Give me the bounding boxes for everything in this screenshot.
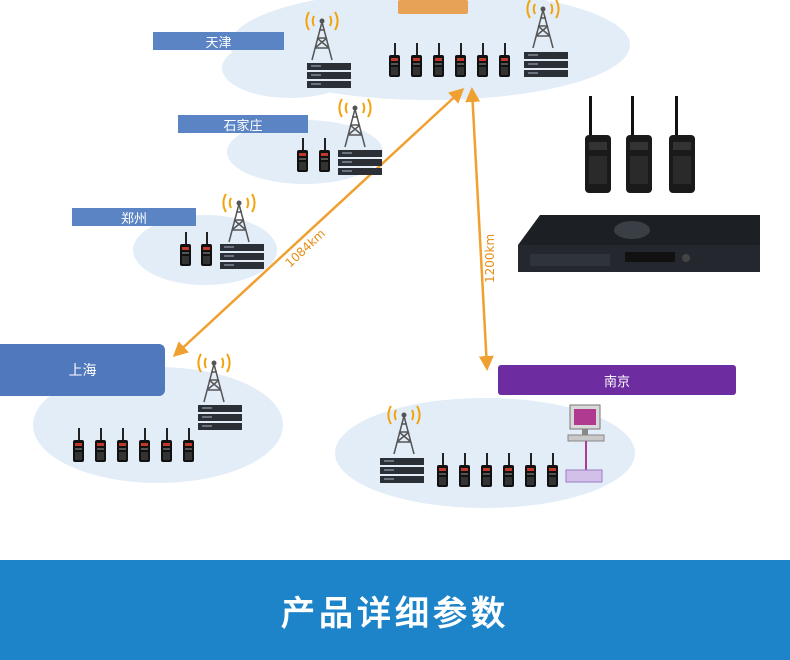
repeater-icon — [380, 458, 424, 483]
link-nanjing — [465, 87, 494, 371]
top-device — [398, 0, 468, 14]
city-label-shijiazhuang: 石家庄 — [178, 115, 308, 134]
product-repeater — [518, 215, 760, 272]
banner-title: 产品详细参数 — [281, 593, 509, 634]
product-radio-2 — [626, 96, 652, 193]
computer-icon — [565, 404, 605, 483]
product-radio-1 — [585, 96, 611, 193]
section-banner: 产品详细参数 — [0, 560, 790, 660]
repeater-icon — [338, 150, 382, 175]
repeater-icon — [307, 63, 351, 88]
product-radio-3 — [669, 96, 695, 193]
repeater-icon — [220, 244, 264, 269]
repeater-icon — [198, 405, 242, 430]
link-shanghai — [172, 87, 465, 358]
city-label-shanghai: 上海 — [0, 344, 165, 396]
city-label-tianjin: 天津 — [153, 32, 284, 51]
nanjing-distance-label: 1200km — [483, 234, 497, 283]
repeater-icon — [524, 52, 568, 77]
city-label-nanjing: 南京 — [498, 365, 736, 395]
city-label-zhengzhou: 郑州 — [72, 208, 196, 227]
